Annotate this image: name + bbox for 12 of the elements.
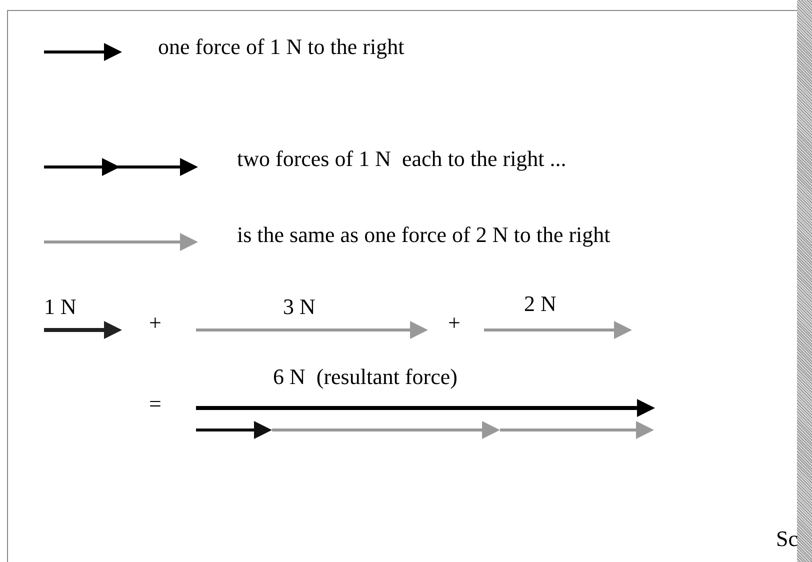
plus-sign: + [149,312,162,334]
force-label: 2 N [524,293,556,315]
equals-sign: = [149,393,162,415]
force-label: one force of 1 N to the right [158,36,404,58]
force-label: 1 N [44,296,76,318]
force-label: 3 N [283,296,316,318]
force-label: 6 N (resultant force) [273,366,458,388]
force-label: two forces of 1 N each to the right ... [237,148,566,170]
plus-sign: + [448,312,460,334]
force-label: Sc [776,528,798,550]
force-label: is the same as one force of 2 N to the right [237,224,610,246]
hatched-side-band [797,0,812,562]
